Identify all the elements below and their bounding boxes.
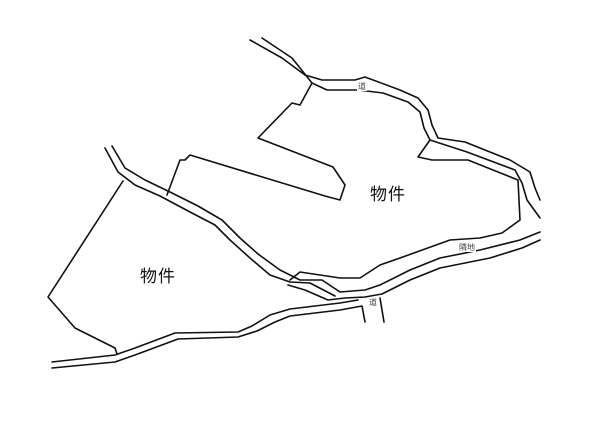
road-middle-lower-edge (111, 145, 541, 293)
parcel-right-label: 物件 (370, 185, 406, 205)
parcel-right-east-boundary (289, 139, 521, 281)
road-bottom-branch (379, 297, 385, 323)
parcel-right-boundary (166, 82, 346, 201)
neighbor-land-label: 隣地 (458, 243, 476, 252)
road-bottom-label: 道 (368, 298, 378, 307)
road-bottom-lower-edge (51, 305, 366, 369)
road-top-lower-edge (261, 37, 541, 219)
road-top-upper-edge (249, 39, 541, 201)
parcel-left-boundary (47, 180, 124, 355)
road-bottom-upper-edge (51, 299, 359, 363)
parcel-left-label: 物件 (140, 267, 176, 287)
road-middle-upper-edge (104, 147, 336, 297)
road-middle-lower-edge-2 (287, 239, 541, 301)
road-top-label: 道 (357, 82, 367, 91)
